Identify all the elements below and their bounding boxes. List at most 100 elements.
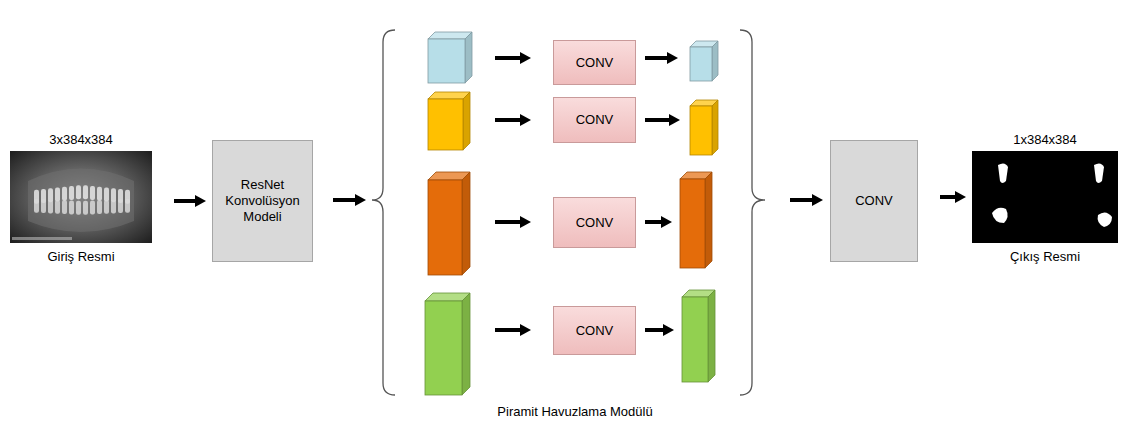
- image-area: [972, 151, 1118, 243]
- tooth: [55, 188, 60, 202]
- arrow-shaft: [645, 56, 669, 60]
- cuboid-front: [690, 47, 712, 81]
- tooth: [55, 200, 60, 214]
- connector-arrow: [174, 195, 206, 207]
- cuboid-side: [465, 32, 472, 83]
- arrow-shaft: [333, 198, 357, 202]
- tooth: [62, 187, 67, 201]
- connector-arrow: [940, 191, 966, 203]
- arrow-shaft: [495, 118, 522, 122]
- arrow-head: [663, 324, 674, 336]
- cuboid-front: [428, 180, 462, 275]
- tooth: [104, 188, 109, 202]
- cuboid-front: [428, 39, 465, 83]
- arrow-head: [195, 195, 206, 207]
- mask-illustration: [972, 151, 1118, 243]
- tooth: [62, 200, 67, 214]
- conv-box: CONV: [553, 97, 636, 143]
- layout-arrow: [645, 216, 672, 228]
- xray-mark: [12, 237, 72, 240]
- tooth: [97, 187, 102, 201]
- conv-box: CONV: [553, 306, 636, 355]
- arrow-shaft: [645, 118, 671, 122]
- arrow-shaft: [495, 328, 522, 332]
- box-label: CONV: [576, 215, 614, 231]
- image-area: [10, 151, 152, 243]
- cuboid-front: [428, 99, 463, 150]
- tooth: [76, 201, 81, 215]
- arrow-head: [812, 194, 823, 206]
- tooth: [90, 186, 95, 200]
- arrow-head: [661, 216, 672, 228]
- layout-arrow: [495, 114, 531, 126]
- cuboid-front: [425, 301, 462, 395]
- tooth: [97, 200, 102, 214]
- tooth: [34, 199, 39, 213]
- arrow-head: [955, 191, 966, 203]
- layout-arrow: [333, 194, 366, 206]
- arrow-head: [355, 194, 366, 206]
- module-label: Piramit Havuzlama Modülü: [405, 404, 745, 420]
- layout-arrow: [495, 52, 531, 64]
- arrow-head: [669, 114, 680, 126]
- box-label: CONV: [576, 323, 614, 339]
- right-brace: [740, 30, 765, 395]
- arrow-head: [667, 52, 678, 64]
- tooth: [83, 201, 88, 215]
- layout-arrow: [495, 324, 531, 336]
- cuboid-side: [705, 172, 712, 268]
- arrow-head: [520, 52, 531, 64]
- conv-box: CONV: [553, 40, 636, 85]
- arrow-head: [520, 324, 531, 336]
- arrow-shaft: [495, 56, 522, 60]
- box-label: CONV: [855, 193, 893, 209]
- image-size: 3x384x384: [10, 132, 152, 148]
- arrow-head: [520, 114, 531, 126]
- cuboid-side: [712, 100, 718, 155]
- tooth: [104, 200, 109, 214]
- left-brace: [372, 30, 395, 395]
- layout-arrows: [333, 52, 823, 336]
- tooth: [90, 200, 95, 214]
- mask-blob: [1098, 212, 1112, 227]
- mask-blob: [998, 163, 1008, 183]
- mask-ground: [972, 151, 1118, 243]
- jaw: [28, 169, 134, 233]
- tooth: [125, 199, 130, 213]
- layout-arrow: [495, 216, 531, 228]
- cuboid-side: [712, 41, 718, 81]
- output-image: 1x384x384Çıkış Resmi: [972, 132, 1118, 265]
- cuboid-front: [680, 179, 705, 268]
- xray-illustration: [10, 151, 152, 243]
- image-caption: Çıkış Resmi: [972, 249, 1118, 265]
- layout-arrow: [645, 52, 678, 64]
- image-caption: Giriş Resmi: [10, 249, 152, 265]
- cuboid-side: [462, 172, 470, 275]
- arrow-shaft: [940, 195, 957, 199]
- tooth: [111, 199, 116, 213]
- conv-box: CONV: [830, 140, 918, 262]
- arrow-head: [520, 216, 531, 228]
- cuboid-front: [682, 297, 708, 382]
- tooth: [83, 185, 88, 199]
- arrow-shaft: [645, 220, 663, 224]
- box-label: ResNet Konvolüsyon Modeli: [219, 177, 306, 225]
- layout-arrow: [645, 114, 680, 126]
- tooth: [118, 199, 123, 213]
- feature-maps: [425, 32, 718, 395]
- resnet-box: ResNet Konvolüsyon Modeli: [212, 140, 313, 262]
- image-size: 1x384x384: [972, 132, 1118, 148]
- mask-blob: [992, 208, 1008, 223]
- tooth: [41, 199, 46, 213]
- arrow-shaft: [790, 198, 814, 202]
- cuboid-side: [462, 293, 470, 395]
- cuboid-side: [463, 92, 470, 150]
- input-image: 3x384x384Giriş Resmi: [10, 132, 152, 265]
- tooth: [76, 185, 81, 199]
- mask-blob: [1094, 163, 1104, 183]
- cuboid-front: [690, 106, 712, 155]
- box-label: CONV: [576, 55, 614, 71]
- layout-arrow: [790, 194, 823, 206]
- box-label: CONV: [576, 112, 614, 128]
